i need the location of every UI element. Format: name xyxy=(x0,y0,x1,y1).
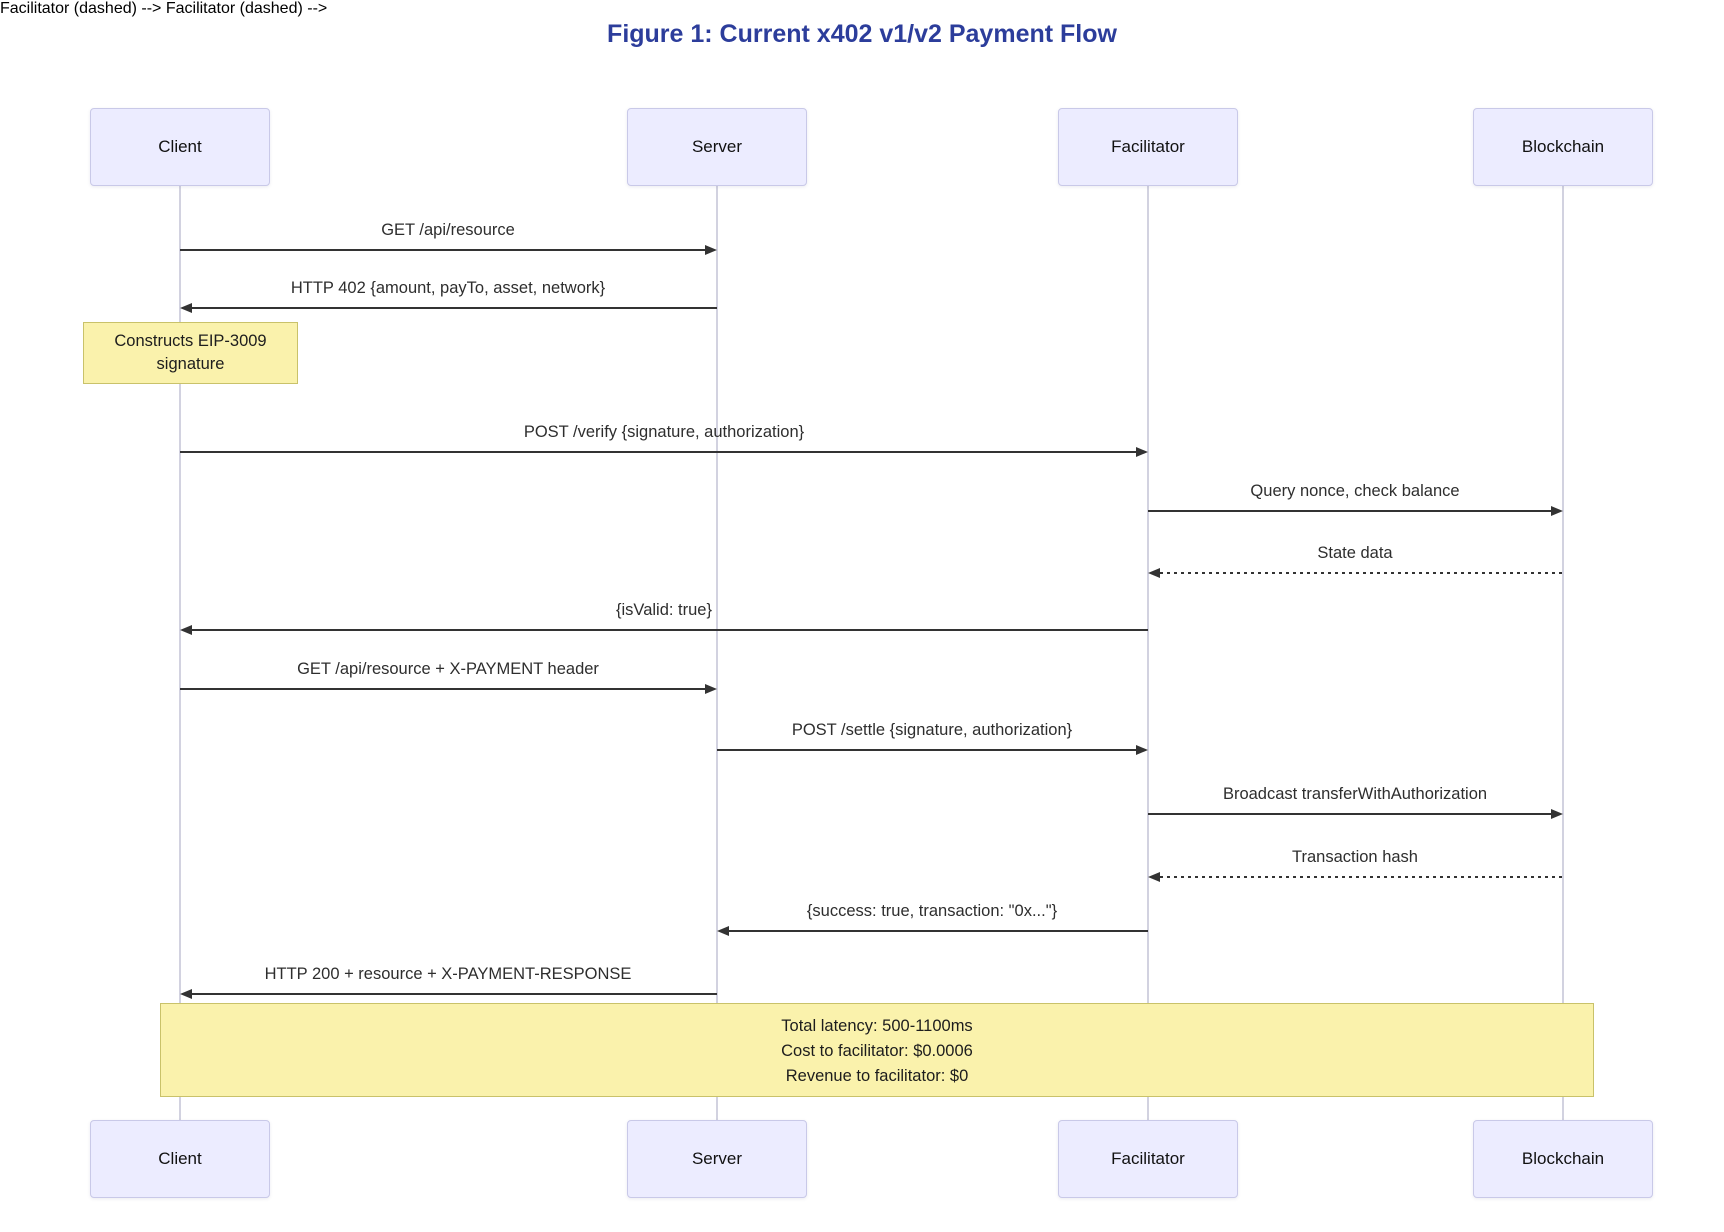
actor-label: Blockchain xyxy=(1521,1149,1605,1168)
msg-success-line xyxy=(729,930,1148,932)
msg-get-resource-label: GET /api/resource xyxy=(381,221,515,239)
actor-label: Server xyxy=(691,137,743,156)
msg-post-settle-line xyxy=(717,749,1137,751)
actor-bottom-server: Server xyxy=(627,1120,807,1198)
actor-label: Client xyxy=(158,137,202,156)
lifeline-server xyxy=(716,186,718,1120)
msg-state-data-label: State data xyxy=(1317,544,1393,562)
arrowhead-right-icon xyxy=(1136,447,1148,457)
msg-http200-label: HTTP 200 + resource + X-PAYMENT-RESPONSE xyxy=(264,965,632,983)
msg-tx-hash-label: Transaction hash xyxy=(1292,848,1418,866)
msg-get-resource-line xyxy=(180,249,706,251)
msg-isvalid-label: {isValid: true} xyxy=(615,601,713,619)
note-line: signature xyxy=(156,355,225,373)
actor-bottom-facilitator: Facilitator xyxy=(1058,1120,1238,1198)
figure-title: Figure 1: Current x402 v1/v2 Payment Flo… xyxy=(607,20,1117,48)
msg-post-verify-label: POST /verify {signature, authorization} xyxy=(523,423,805,441)
arrowhead-left-icon xyxy=(717,926,729,936)
arrowhead-left-icon xyxy=(180,303,192,313)
arrowhead-left-icon xyxy=(1148,568,1160,578)
note-line: Total latency: 500-1100ms xyxy=(781,1017,973,1035)
msg-get-xpayment-line xyxy=(180,688,706,690)
actor-label: Blockchain xyxy=(1521,137,1605,156)
note-constructs-eip3009: Constructs EIP-3009 signature xyxy=(83,322,298,384)
msg-success-label: {success: true, transaction: "0x..."} xyxy=(806,902,1058,920)
msg-post-verify-line xyxy=(180,451,1137,453)
note-line: Cost to facilitator: $0.0006 xyxy=(781,1042,973,1060)
actor-label: Server xyxy=(691,1149,743,1168)
actor-top-facilitator: Facilitator xyxy=(1058,108,1238,186)
note-line: Revenue to facilitator: $0 xyxy=(785,1067,969,1085)
actor-top-server: Server xyxy=(627,108,807,186)
arrowhead-right-icon xyxy=(1551,809,1563,819)
msg-isvalid-line xyxy=(192,629,1148,631)
msg-http200-line xyxy=(192,993,717,995)
msg-get-xpayment-label: GET /api/resource + X-PAYMENT header xyxy=(297,660,599,678)
lifeline-client xyxy=(179,186,181,1120)
msg-broadcast-label: Broadcast transferWithAuthorization xyxy=(1222,785,1488,803)
arrowhead-right-icon xyxy=(1136,745,1148,755)
arrowhead-left-icon xyxy=(180,989,192,999)
msg-state-data-line xyxy=(1160,572,1563,574)
msg-query-nonce-line xyxy=(1148,510,1552,512)
msg-http402-label: HTTP 402 {amount, payTo, asset, network} xyxy=(290,279,606,297)
actor-bottom-blockchain: Blockchain xyxy=(1473,1120,1653,1198)
msg-query-nonce-label: Query nonce, check balance xyxy=(1250,482,1460,500)
note-line: Constructs EIP-3009 xyxy=(114,332,267,350)
actor-bottom-client: Client xyxy=(90,1120,270,1198)
actor-label: Facilitator xyxy=(1111,1149,1185,1168)
arrowhead-right-icon xyxy=(1551,506,1563,516)
arrowhead-left-icon xyxy=(180,625,192,635)
msg-tx-hash-line xyxy=(1160,876,1563,878)
actor-top-client: Client xyxy=(90,108,270,186)
note-summary: Total latency: 500-1100ms Cost to facili… xyxy=(160,1003,1594,1097)
msg-broadcast-line xyxy=(1148,813,1552,815)
arrowhead-left-icon xyxy=(1148,872,1160,882)
actor-label: Facilitator xyxy=(1111,137,1185,156)
msg-http402-line xyxy=(192,307,717,309)
lifeline-blockchain xyxy=(1562,186,1564,1120)
actor-top-blockchain: Blockchain xyxy=(1473,108,1653,186)
arrowhead-right-icon xyxy=(705,684,717,694)
arrowhead-right-icon xyxy=(705,245,717,255)
actor-label: Client xyxy=(158,1149,202,1168)
lifeline-facilitator xyxy=(1147,186,1149,1120)
msg-post-settle-label: POST /settle {signature, authorization} xyxy=(791,721,1073,739)
